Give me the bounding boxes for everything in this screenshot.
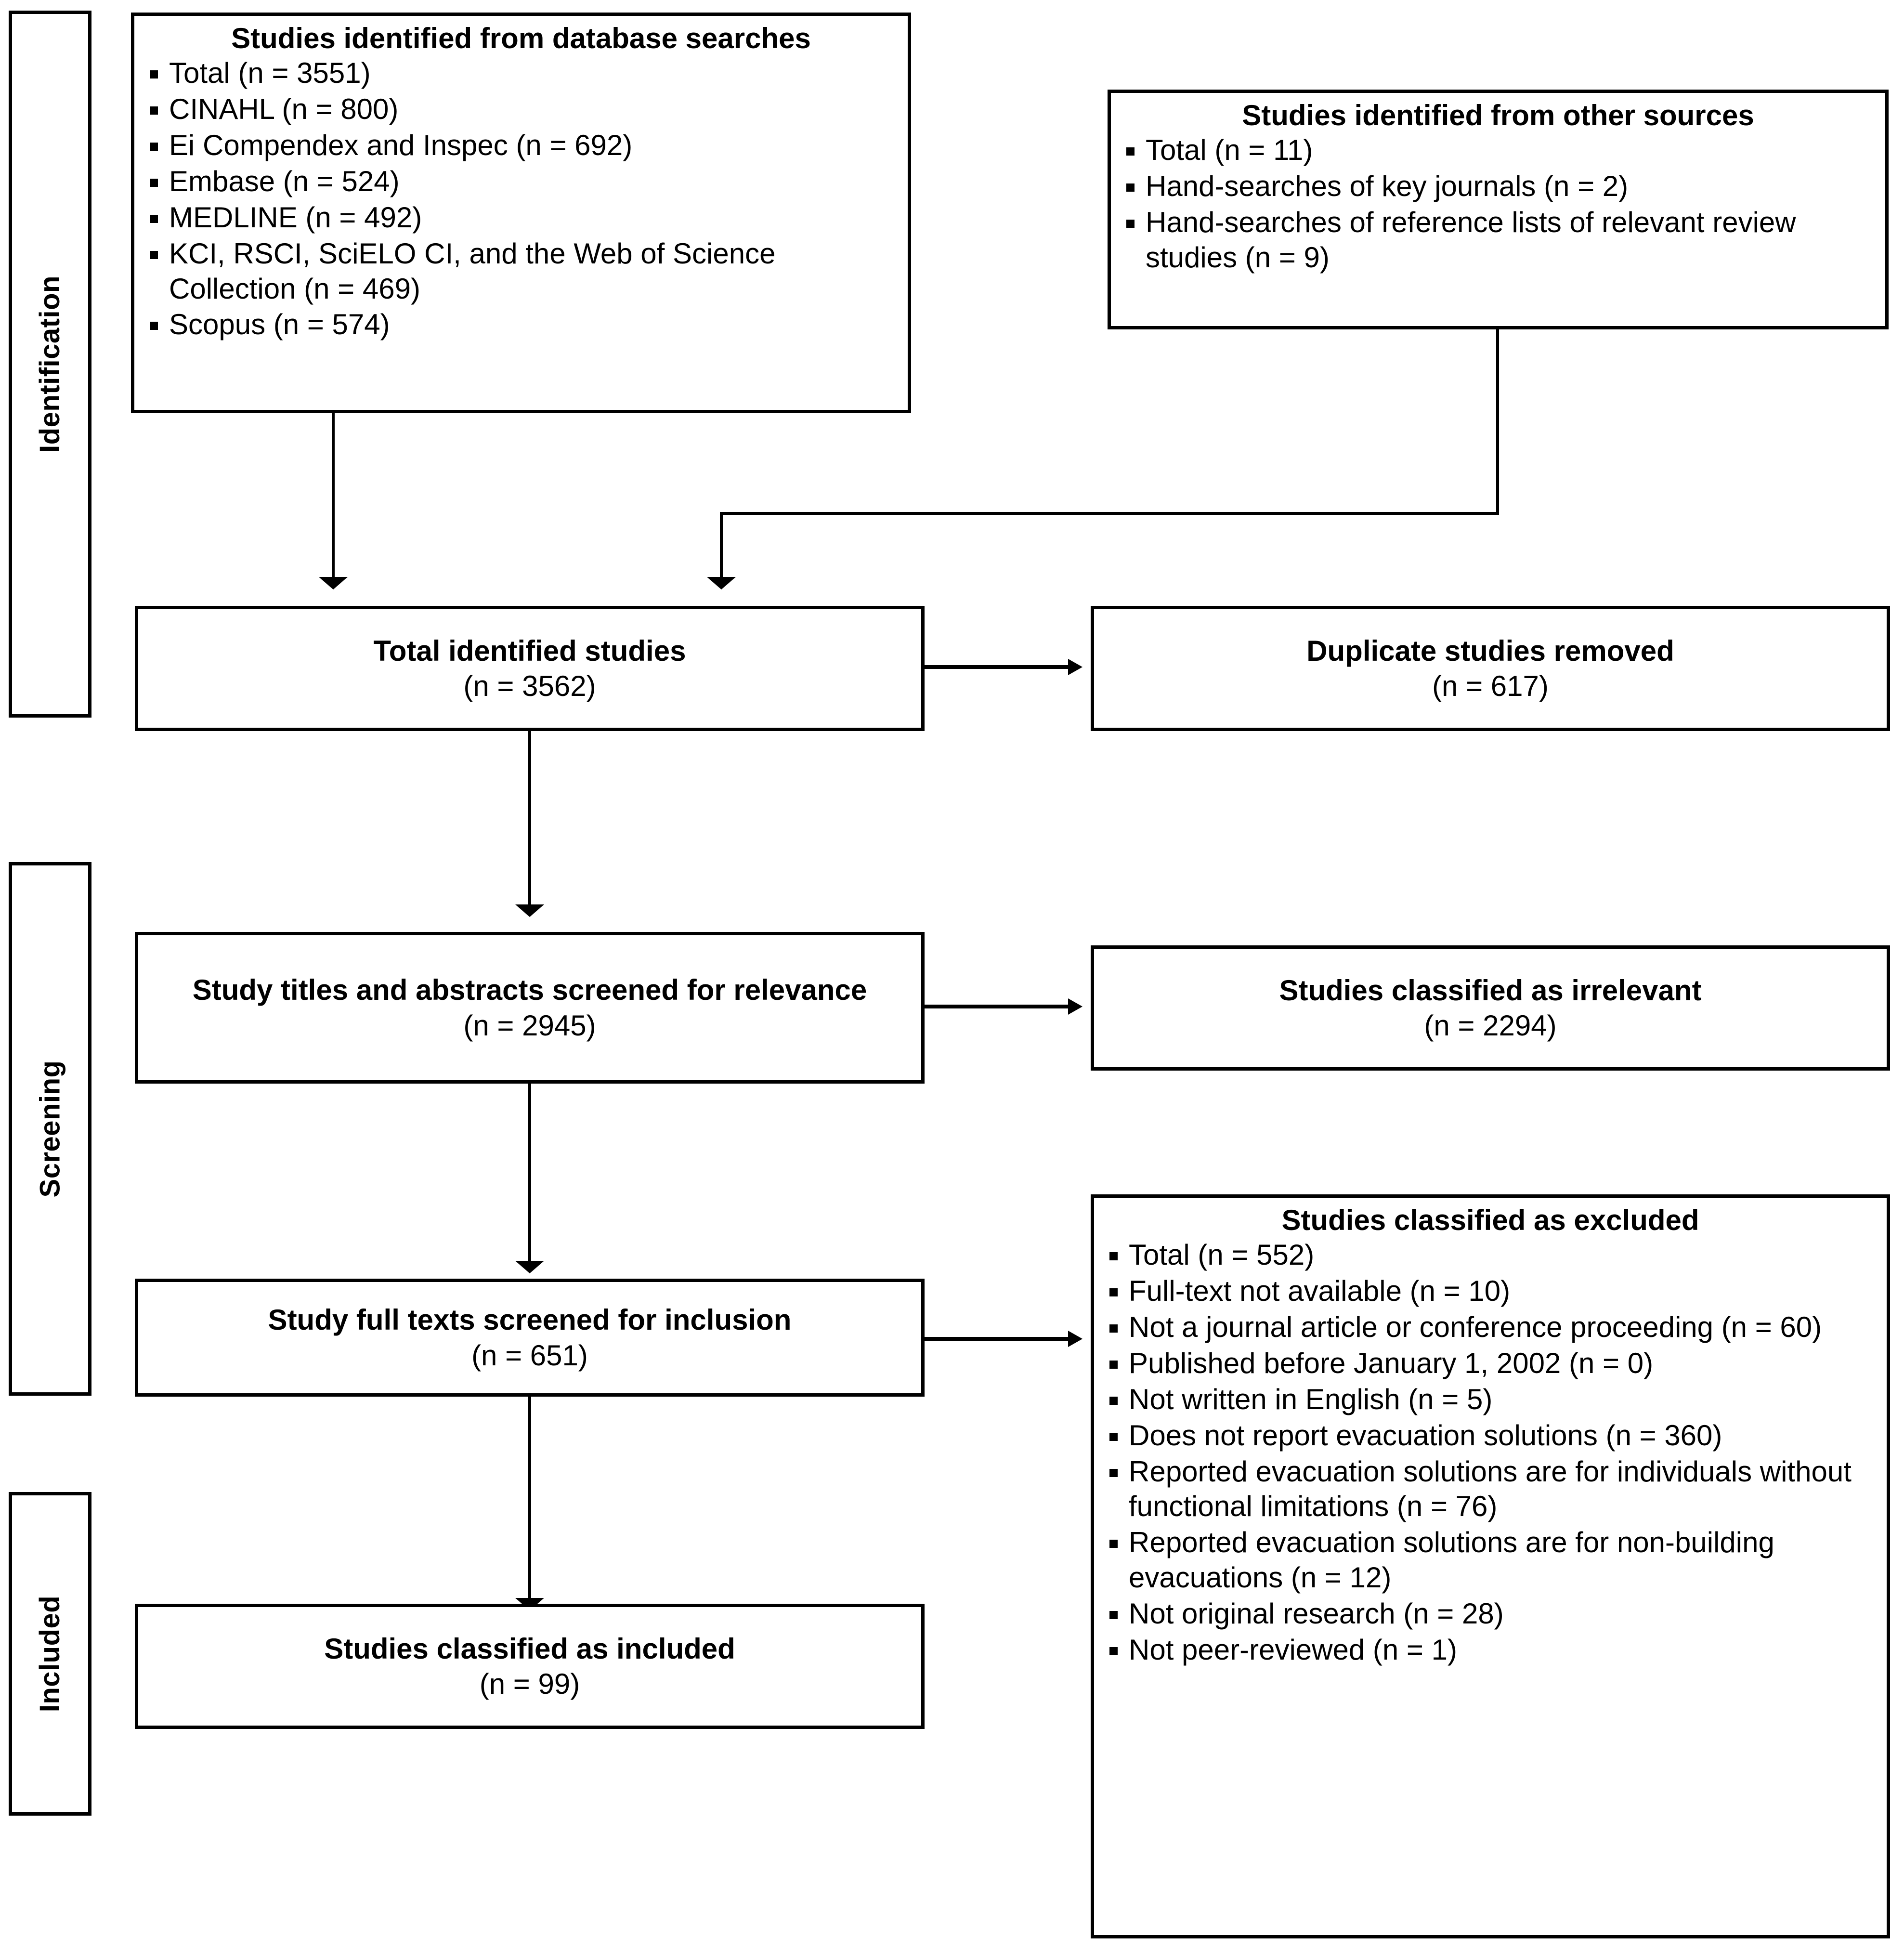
node-fulltexts-screened-title: Study full texts screened for inclusion — [268, 1304, 792, 1336]
node-database-searches-list: Total (n = 3551) CINAHL (n = 800) Ei Com… — [143, 56, 899, 342]
list-item: CINAHL (n = 800) — [143, 92, 899, 127]
node-included-studies-title: Studies classified as included — [324, 1632, 735, 1665]
node-other-sources: Studies identified from other sources To… — [1108, 90, 1889, 329]
stage-box-included: Included — [9, 1492, 91, 1816]
list-item: Scopus (n = 574) — [143, 307, 899, 342]
list-item: Total (n = 552) — [1103, 1238, 1878, 1273]
node-irrelevant-count: (n = 2294) — [1424, 1009, 1557, 1042]
node-excluded: Studies classified as excluded Total (n … — [1091, 1194, 1890, 1938]
list-item: Full-text not available (n = 10) — [1103, 1274, 1878, 1309]
stage-label-included: Included — [34, 1595, 65, 1713]
list-item: Not a journal article or conference proc… — [1103, 1310, 1878, 1345]
list-item: MEDLINE (n = 492) — [143, 200, 899, 236]
node-included-studies: Studies classified as included (n = 99) — [135, 1604, 925, 1729]
node-titles-abstracts-screened: Study titles and abstracts screened for … — [135, 932, 925, 1084]
list-item: Hand-searches of key journals (n = 2) — [1120, 169, 1877, 204]
node-duplicates-removed: Duplicate studies removed (n = 617) — [1091, 606, 1890, 731]
node-irrelevant: Studies classified as irrelevant (n = 22… — [1091, 945, 1890, 1071]
stage-box-identification: Identification — [9, 11, 91, 718]
node-other-sources-title: Studies identified from other sources — [1242, 99, 1754, 131]
node-total-identified: Total identified studies (n = 3562) — [135, 606, 925, 731]
list-item: Reported evacuation solutions are for no… — [1103, 1525, 1878, 1596]
stage-box-screening: Screening — [9, 862, 91, 1396]
node-included-studies-count: (n = 99) — [479, 1668, 580, 1700]
list-item: Hand-searches of reference lists of rele… — [1120, 205, 1877, 275]
node-titles-abstracts-screened-title: Study titles and abstracts screened for … — [192, 974, 867, 1007]
list-item: Total (n = 11) — [1120, 133, 1877, 168]
node-total-identified-title: Total identified studies — [373, 634, 686, 667]
list-item: Total (n = 3551) — [143, 56, 899, 91]
node-duplicates-removed-count: (n = 617) — [1432, 670, 1549, 702]
node-fulltexts-screened-count: (n = 651) — [471, 1339, 588, 1372]
list-item: Embase (n = 524) — [143, 164, 899, 199]
list-item: Not original research (n = 28) — [1103, 1597, 1878, 1632]
node-duplicates-removed-title: Duplicate studies removed — [1306, 634, 1674, 667]
list-item: Published before January 1, 2002 (n = 0) — [1103, 1346, 1878, 1381]
stage-label-screening: Screening — [34, 1060, 65, 1198]
node-titles-abstracts-screened-count: (n = 2945) — [463, 1009, 596, 1042]
node-total-identified-count: (n = 3562) — [463, 670, 596, 702]
node-database-searches-title: Studies identified from database searche… — [231, 22, 811, 54]
list-item: Reported evacuation solutions are for in… — [1103, 1454, 1878, 1525]
node-fulltexts-screened: Study full texts screened for inclusion … — [135, 1279, 925, 1397]
node-excluded-list: Total (n = 552) Full-text not available … — [1103, 1238, 1878, 1668]
list-item: Not peer-reviewed (n = 1) — [1103, 1633, 1878, 1668]
node-excluded-title: Studies classified as excluded — [1281, 1204, 1699, 1236]
list-item: Ei Compendex and Inspec (n = 692) — [143, 128, 899, 163]
node-database-searches: Studies identified from database searche… — [131, 13, 911, 413]
node-irrelevant-title: Studies classified as irrelevant — [1279, 974, 1702, 1007]
node-other-sources-list: Total (n = 11) Hand-searches of key jour… — [1120, 133, 1877, 275]
list-item: Does not report evacuation solutions (n … — [1103, 1418, 1878, 1453]
stage-label-identification: Identification — [34, 275, 66, 453]
list-item: Not written in English (n = 5) — [1103, 1382, 1878, 1417]
list-item: KCI, RSCI, SciELO CI, and the Web of Sci… — [143, 236, 899, 307]
